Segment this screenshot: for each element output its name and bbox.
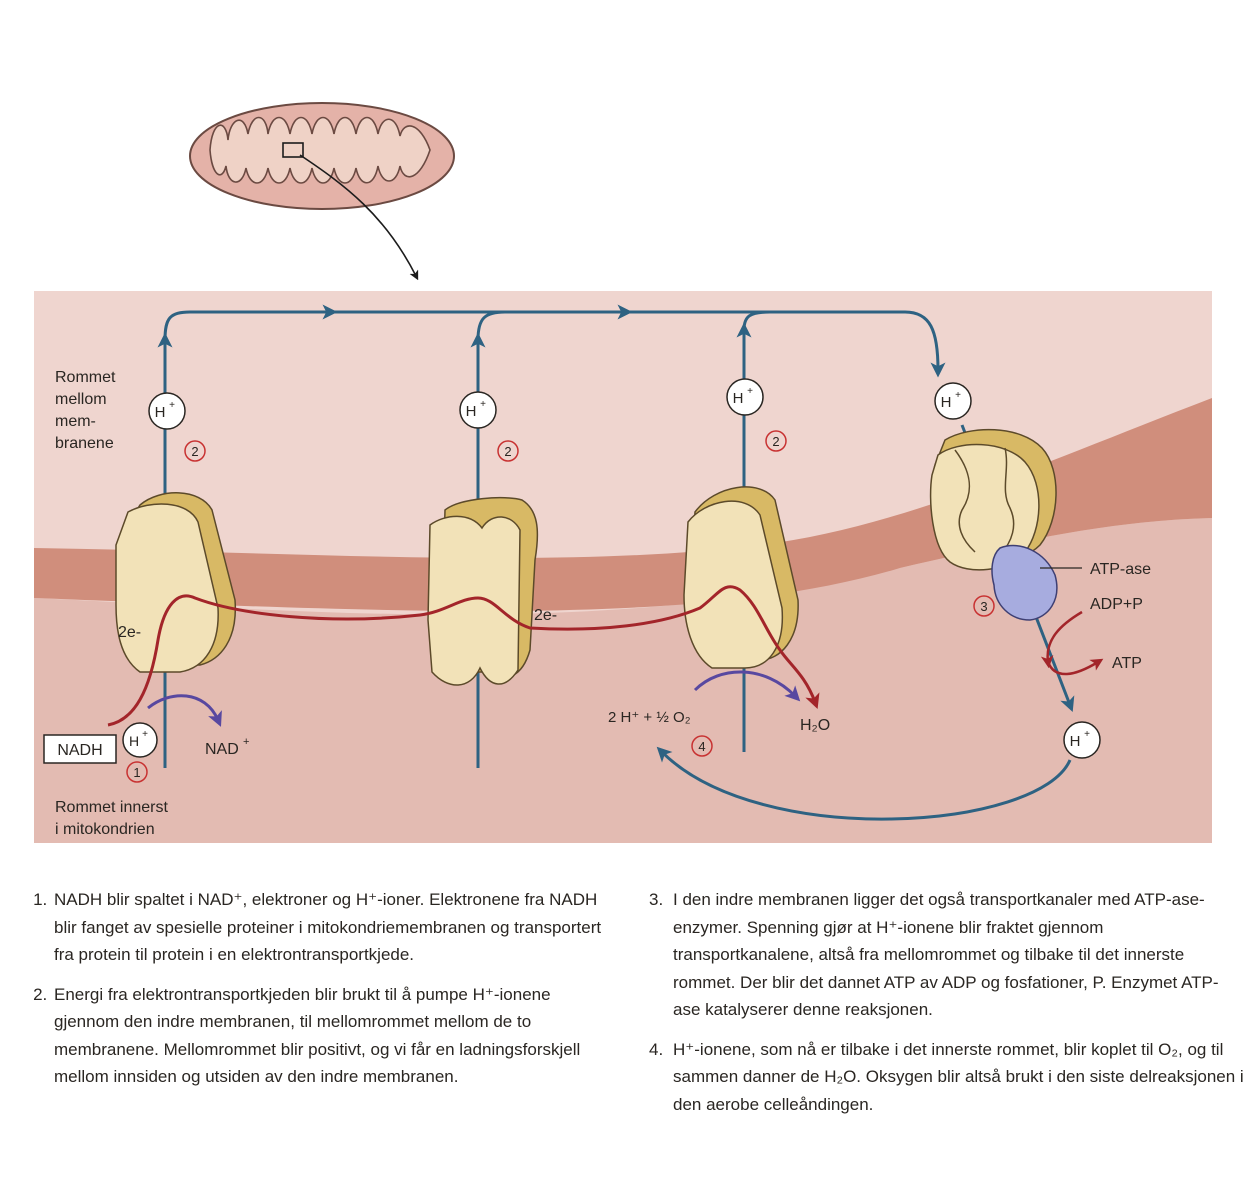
h-ion-circle: H + [459, 391, 497, 429]
svg-text:4: 4 [698, 739, 705, 754]
svg-text:Rommet innerst: Rommet innerst [55, 799, 168, 816]
svg-text:H: H [155, 404, 166, 421]
protein-complex-2 [427, 496, 539, 686]
adp-to-atp-arrow [1040, 610, 1083, 669]
electron-transport-diagram: H + H + H + H + H + H + 2 2 2 1 [34, 102, 1212, 843]
h-ion-circle: H + [148, 392, 186, 430]
svg-text:H: H [941, 394, 952, 411]
svg-text:2: 2 [191, 444, 198, 459]
protein-complex-1 [115, 492, 237, 673]
svg-text:mem-: mem- [55, 413, 96, 430]
protein-complex-3 [683, 486, 799, 669]
inner-membrane [34, 398, 1212, 612]
atp-ase-subunit [991, 544, 1058, 621]
svg-text:mellom: mellom [55, 391, 107, 408]
svg-text:1: 1 [133, 765, 140, 780]
adp-p-label: ADP+P [1090, 596, 1143, 613]
atp-label: ATP [1112, 655, 1142, 672]
step-marker-2: 2 [497, 440, 519, 462]
caption-number: 4. [649, 1039, 664, 1059]
caption-right: 3. I den indre membranen ligger det også … [649, 886, 1244, 1130]
svg-text:+: + [1084, 729, 1090, 740]
h-ion-circle: H + [726, 378, 764, 416]
matrix-label: Rommet innerst i mitokondrien [55, 799, 168, 838]
caption-left: NADH blir spaltet i NAD⁺, elektroner og … [30, 886, 605, 1103]
step-marker-2: 2 [765, 430, 787, 452]
svg-text:H: H [733, 390, 744, 407]
nad-plus-label: NAD + [205, 736, 249, 758]
oxygen-to-water-arrow [693, 670, 801, 702]
caption-item-3: 3. I den indre membranen ligger det også … [649, 886, 1244, 1024]
svg-text:ATP-ase: ATP-ase [1090, 561, 1151, 578]
svg-text:+: + [243, 736, 249, 748]
svg-text:2: 2 [504, 444, 511, 459]
caption-text: H⁺-ionene, som nå er tilbake i det inner… [673, 1039, 1244, 1114]
svg-text:2: 2 [772, 434, 779, 449]
step-marker-1: 1 [126, 761, 148, 783]
electron-label: 2e- [534, 607, 557, 624]
svg-text:+: + [169, 400, 175, 411]
svg-text:NADH: NADH [57, 742, 102, 759]
svg-text:+: + [480, 399, 486, 410]
step-marker-3: 3 [973, 595, 995, 617]
svg-text:+: + [747, 386, 753, 397]
svg-text:+: + [955, 390, 961, 401]
caption-item-2: Energi fra elektrontransportkjeden blir … [52, 981, 605, 1091]
svg-text:NAD: NAD [205, 741, 239, 758]
matrix-space [34, 518, 1212, 843]
electron-label: 2e- [118, 624, 141, 641]
caption-number: 3. [649, 890, 664, 909]
step-marker-4: 4 [691, 735, 713, 757]
electron-path [107, 585, 820, 727]
svg-text:3: 3 [980, 599, 987, 614]
svg-text:H: H [1070, 733, 1081, 750]
nadh-to-nad-arrow [147, 694, 222, 727]
svg-text:+: + [142, 729, 148, 740]
svg-text:H: H [466, 403, 477, 420]
step-marker-2: 2 [184, 440, 206, 462]
mitochondrion-icon [189, 102, 455, 281]
atp-ase-label: ATP-ase [1040, 561, 1151, 578]
atp-synthase [929, 428, 1058, 621]
nadh-box: NADH [43, 734, 117, 764]
caption-item-4: 4. H⁺-ionene, som nå er tilbake i det inn… [649, 1036, 1244, 1119]
svg-text:H: H [129, 733, 139, 749]
water-label: H₂O [800, 717, 830, 734]
h-ion-circle: H + [122, 722, 158, 758]
h-ion-circle: H + [934, 382, 972, 420]
svg-text:i mitokondrien: i mitokondrien [55, 821, 155, 838]
oxygen-reaction-label: 2 H⁺ + ½ O₂ [608, 709, 691, 726]
caption-text: I den indre membranen ligger det også tr… [673, 890, 1219, 1019]
intermembrane-space-label: Rommet mellom mem- branene [55, 369, 116, 452]
caption-item-1: NADH blir spaltet i NAD⁺, elektroner og … [52, 886, 605, 969]
svg-text:branene: branene [55, 435, 114, 452]
h-ion-circle: H + [1063, 721, 1101, 759]
svg-text:Rommet: Rommet [55, 369, 116, 386]
